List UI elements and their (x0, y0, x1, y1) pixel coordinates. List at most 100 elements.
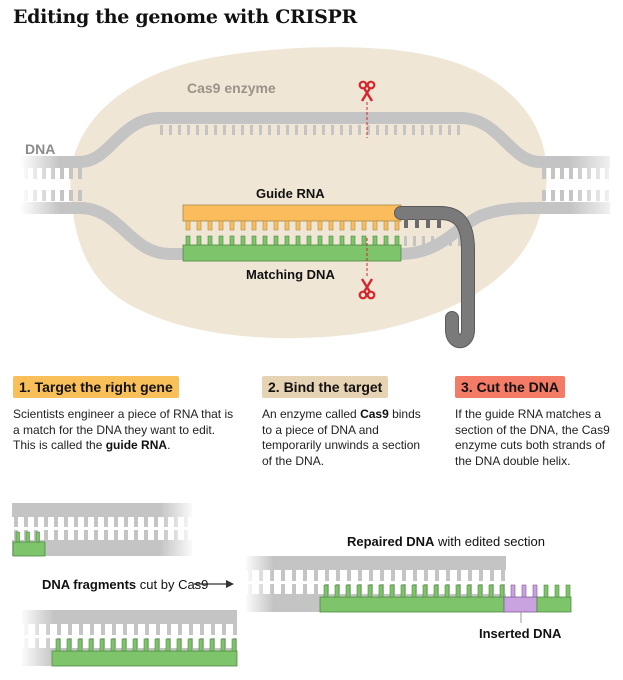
dna-rung (196, 235, 202, 246)
dna-rung (347, 570, 351, 581)
dna-rung (422, 236, 425, 246)
dna-rung (241, 125, 244, 135)
dna-rung (124, 517, 128, 527)
dna-rung (328, 220, 334, 231)
dna-rung (144, 517, 148, 527)
step-2-badge: 2. Bind the target (262, 376, 389, 398)
dna-rung (394, 235, 400, 246)
dna-rung (358, 125, 361, 135)
dna-rung (367, 584, 373, 598)
dna-rung (444, 584, 450, 598)
dna-rung (317, 220, 323, 231)
dna-rung (74, 530, 78, 540)
dna-rung (284, 235, 290, 246)
dna-rung (437, 219, 441, 228)
dna-rung (336, 570, 340, 581)
dna-rung (154, 517, 158, 527)
dna-rung (358, 570, 362, 581)
dna-rung (286, 125, 289, 135)
dna-rung (250, 125, 253, 135)
inserted-dna-label: Inserted DNA (479, 626, 562, 641)
dna-fragment-bottom (20, 606, 238, 670)
dna-rung (510, 584, 516, 598)
dna-rung (205, 125, 208, 135)
dna-rung (281, 570, 285, 581)
step-3-description: If the guide RNA matches a section of th… (455, 407, 610, 468)
step-2-description: An enzyme called Cas9 binds to a piece o… (262, 407, 421, 468)
dna-rung (165, 638, 171, 652)
dna-rung (402, 570, 406, 581)
dna-rung (84, 517, 88, 527)
dna-rung (334, 584, 340, 598)
dna-rung (54, 530, 58, 540)
dna-rung (178, 125, 181, 135)
matching-dna-label: Matching DNA (246, 267, 335, 282)
dna-rung (499, 584, 505, 598)
dna-rung (60, 168, 64, 179)
dna-rung (328, 235, 334, 246)
step-1: 1. Target the right gene Scientists engi… (13, 376, 238, 454)
dna-rung (284, 220, 290, 231)
dna-rung (198, 638, 204, 652)
dna-rung (262, 235, 268, 246)
dna-rung (104, 517, 108, 527)
dna-rung (435, 570, 439, 581)
dna-rung (565, 584, 571, 598)
dna-rung (268, 125, 271, 135)
dna-rung (404, 219, 408, 228)
dna-rung (521, 584, 527, 598)
dna-rung (304, 125, 307, 135)
step-2: 2. Bind the target An enzyme called Cas9… (262, 376, 427, 469)
dna-rung (144, 530, 148, 540)
dna-rung (295, 220, 301, 231)
dna-rung (134, 530, 138, 540)
dna-rung (458, 236, 461, 246)
dna-rung (477, 584, 483, 598)
dna-rung (154, 638, 160, 652)
dna-rung (295, 235, 301, 246)
dna-rung (178, 624, 182, 635)
dna-rung (424, 570, 428, 581)
dna-rung (440, 236, 443, 246)
dna-rung (543, 584, 549, 598)
step-3-badge: 3. Cut the DNA (455, 376, 565, 398)
dna-rung (303, 570, 307, 581)
dna-rung (132, 638, 138, 652)
dna-rung (57, 624, 61, 635)
dna-rung (134, 624, 138, 635)
dna-rung (400, 584, 406, 598)
scissors-icon (358, 278, 376, 300)
dna-rung (542, 190, 546, 201)
dna-rung (292, 584, 296, 595)
dna-rung (413, 236, 416, 246)
dna-rung (350, 235, 356, 246)
dna-rung (60, 190, 64, 201)
dna-rung (54, 517, 58, 527)
dna-rung (207, 235, 213, 246)
dna-rung (501, 570, 505, 581)
guide-rna (182, 204, 402, 231)
dna-rung (44, 517, 48, 527)
dna-rung (25, 531, 30, 543)
dna-rung (361, 235, 367, 246)
dna-rung (187, 125, 190, 135)
dna-rung (69, 168, 73, 179)
dna-rung (64, 530, 68, 540)
dna-rung (367, 125, 370, 135)
dna-rung (339, 220, 345, 231)
dna-rung (185, 235, 191, 246)
dna-rung (466, 584, 472, 598)
dna-rung (349, 125, 352, 135)
dna-rung (426, 219, 430, 228)
dna-rung (240, 220, 246, 231)
dna-rung (457, 570, 461, 581)
dna-rung (176, 638, 182, 652)
dna-rung (77, 638, 83, 652)
dna-rung (350, 220, 356, 231)
repaired-dna-label: Repaired DNA with edited section (347, 534, 545, 549)
dna-fragment-top (12, 500, 195, 560)
matching-dna (182, 235, 402, 262)
dna-rung (295, 125, 298, 135)
dna-rung (145, 624, 149, 635)
